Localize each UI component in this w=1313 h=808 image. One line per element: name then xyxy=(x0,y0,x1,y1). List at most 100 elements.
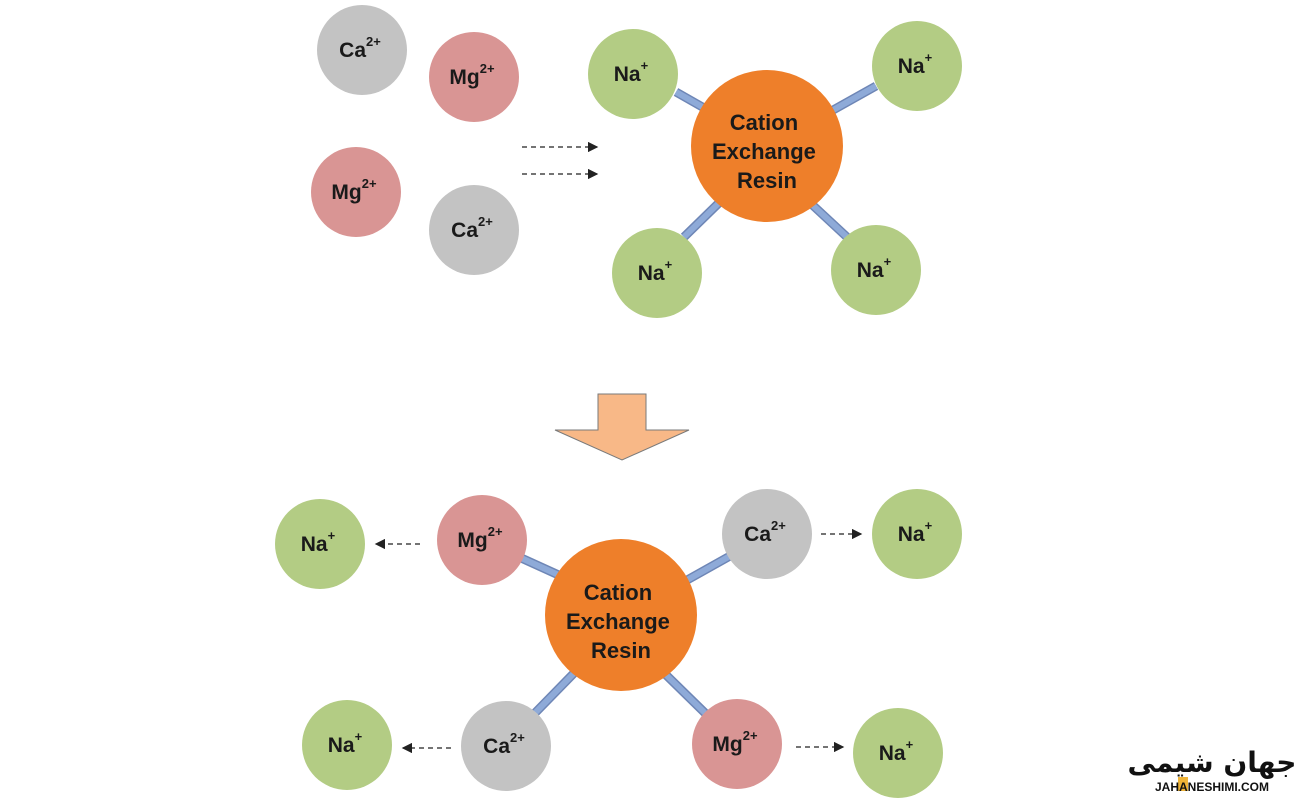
resin-circle xyxy=(545,539,697,691)
ion-circle xyxy=(722,489,812,579)
ion-circle xyxy=(853,708,943,798)
ion-label: Ca2+ xyxy=(451,214,493,242)
sodium-ion: Na+ xyxy=(872,21,962,111)
calcium-ion: Ca2+ xyxy=(317,5,407,95)
ion-label: Na+ xyxy=(614,58,649,86)
resin-circle xyxy=(691,70,843,222)
ion-symbol: Ca xyxy=(483,735,510,758)
bond-link xyxy=(677,552,733,588)
ion-charge: 2+ xyxy=(480,61,495,76)
logo-persian: جهان شیمی xyxy=(1128,746,1297,779)
ion-symbol: Na xyxy=(898,55,925,78)
ion-charge: + xyxy=(906,737,914,752)
ion-label: Na+ xyxy=(857,254,892,282)
bond-core xyxy=(657,666,708,716)
bond-link xyxy=(531,665,582,717)
ion-symbol: Mg xyxy=(712,733,742,756)
ion-circle xyxy=(429,185,519,275)
ion-label: Na+ xyxy=(638,257,673,285)
ion-circle xyxy=(461,701,551,791)
ion-circle xyxy=(872,21,962,111)
release-arrows xyxy=(374,528,863,754)
released-sodium-ions: Na+Na+Na+Na+ xyxy=(275,489,962,798)
sodium-ion: Na+ xyxy=(831,225,921,315)
calcium-ion: Ca2+ xyxy=(722,489,812,579)
bond-core xyxy=(532,666,581,716)
magnesium-ion: Mg2+ xyxy=(692,699,782,789)
ion-circle xyxy=(437,495,527,585)
ion-circle xyxy=(692,699,782,789)
ion-label: Na+ xyxy=(898,518,933,546)
ion-charge: + xyxy=(641,58,649,73)
ion-label: Mg2+ xyxy=(331,176,377,204)
free-hard-ions: Ca2+Mg2+Mg2+Ca2+ xyxy=(311,5,519,275)
ion-circle xyxy=(302,700,392,790)
ion-circle xyxy=(872,489,962,579)
logo-latin: JAHANESHIMI.COM xyxy=(1155,780,1269,794)
sodium-ion: Na+ xyxy=(588,29,678,119)
calcium-ion: Ca2+ xyxy=(461,701,551,791)
ion-symbol: Na xyxy=(898,523,925,546)
ion-label: Ca2+ xyxy=(483,730,525,758)
logo-accent-bar xyxy=(1178,777,1188,791)
ion-circle xyxy=(588,29,678,119)
ion-symbol: Ca xyxy=(339,39,366,62)
site-logo: جهان شیمی JAHANESHIMI.COM xyxy=(1128,746,1297,794)
ion-circle xyxy=(831,225,921,315)
ion-label: Na+ xyxy=(328,729,363,757)
resin-label: Cation Exchange Resin xyxy=(712,110,822,193)
ion-symbol: Na xyxy=(857,259,884,282)
ion-circle xyxy=(317,5,407,95)
ion-symbol: Mg xyxy=(331,181,361,204)
ion-symbol: Na xyxy=(879,742,906,765)
ion-label: Mg2+ xyxy=(449,61,495,89)
ion-charge: + xyxy=(355,729,363,744)
ion-charge: 2+ xyxy=(362,176,377,191)
ion-label: Na+ xyxy=(879,737,914,765)
ion-charge: 2+ xyxy=(743,728,758,743)
ion-circle xyxy=(612,228,702,318)
sodium-ion: Na+ xyxy=(872,489,962,579)
resin-after: Cation Exchange Resin xyxy=(545,539,697,691)
ion-label: Mg2+ xyxy=(712,728,758,756)
ion-label: Na+ xyxy=(301,528,336,556)
bond-core xyxy=(678,553,732,587)
sodium-ion: Na+ xyxy=(853,708,943,798)
ion-symbol: Na xyxy=(638,262,665,285)
ion-label: Ca2+ xyxy=(339,34,381,62)
ion-symbol: Ca xyxy=(451,219,478,242)
bonds-layer xyxy=(517,82,879,717)
ion-circle xyxy=(275,499,365,589)
ion-label: Ca2+ xyxy=(744,518,786,546)
bound-sodium-ions: Na+Na+Na+Na+ xyxy=(588,21,962,318)
bound-hard-ions: Mg2+Ca2+Ca2+Mg2+ xyxy=(437,489,812,791)
ion-charge: 2+ xyxy=(771,518,786,533)
ion-symbol: Na xyxy=(301,533,328,556)
ion-symbol: Mg xyxy=(449,66,479,89)
ion-charge: + xyxy=(665,257,673,272)
process-arrow xyxy=(554,393,690,461)
ion-symbol: Na xyxy=(328,734,355,757)
ion-charge: + xyxy=(925,50,933,65)
ion-symbol: Ca xyxy=(744,523,771,546)
ion-circle xyxy=(311,147,401,237)
calcium-ion: Ca2+ xyxy=(429,185,519,275)
ion-symbol: Na xyxy=(614,63,641,86)
sodium-ion: Na+ xyxy=(302,700,392,790)
ion-charge: + xyxy=(328,528,336,543)
ion-charge: 2+ xyxy=(488,524,503,539)
ion-charge: 2+ xyxy=(366,34,381,49)
resin-label: Cation Exchange Resin xyxy=(566,580,676,663)
ion-label: Mg2+ xyxy=(457,524,503,552)
sodium-ion: Na+ xyxy=(275,499,365,589)
ion-charge: 2+ xyxy=(478,214,493,229)
feed-arrows xyxy=(522,141,599,180)
ion-symbol: Mg xyxy=(457,529,487,552)
magnesium-ion: Mg2+ xyxy=(311,147,401,237)
resin-before: Cation Exchange Resin xyxy=(691,70,843,222)
sodium-ion: Na+ xyxy=(612,228,702,318)
ion-charge: + xyxy=(884,254,892,269)
ion-label: Na+ xyxy=(898,50,933,78)
ion-circle xyxy=(429,32,519,122)
bond-core xyxy=(824,83,878,117)
